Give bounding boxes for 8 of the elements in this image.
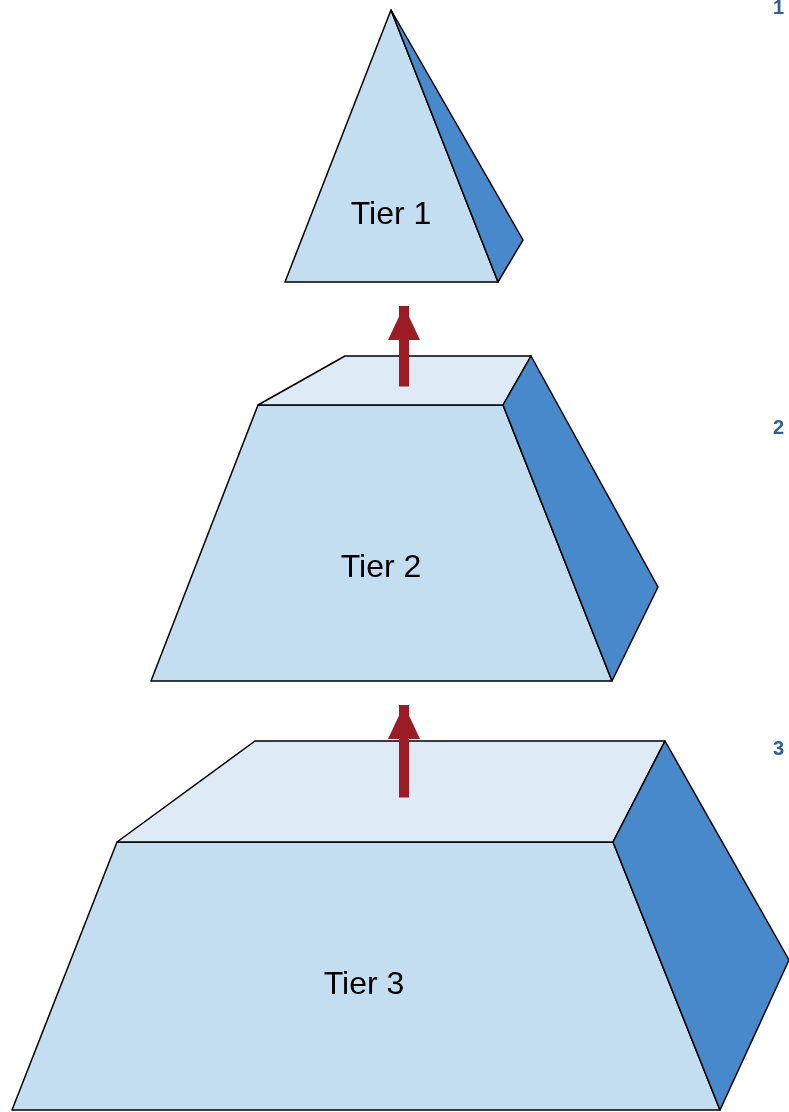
tier-number: 1 [773,0,785,19]
arrow [388,705,420,798]
tier-label: Tier 2 [340,547,422,585]
tier-number: 3 [773,737,785,760]
tier-number: 2 [773,416,785,439]
arrow [388,306,420,387]
tier-label: Tier 1 [350,194,432,232]
tier-label: Tier 3 [323,964,405,1002]
